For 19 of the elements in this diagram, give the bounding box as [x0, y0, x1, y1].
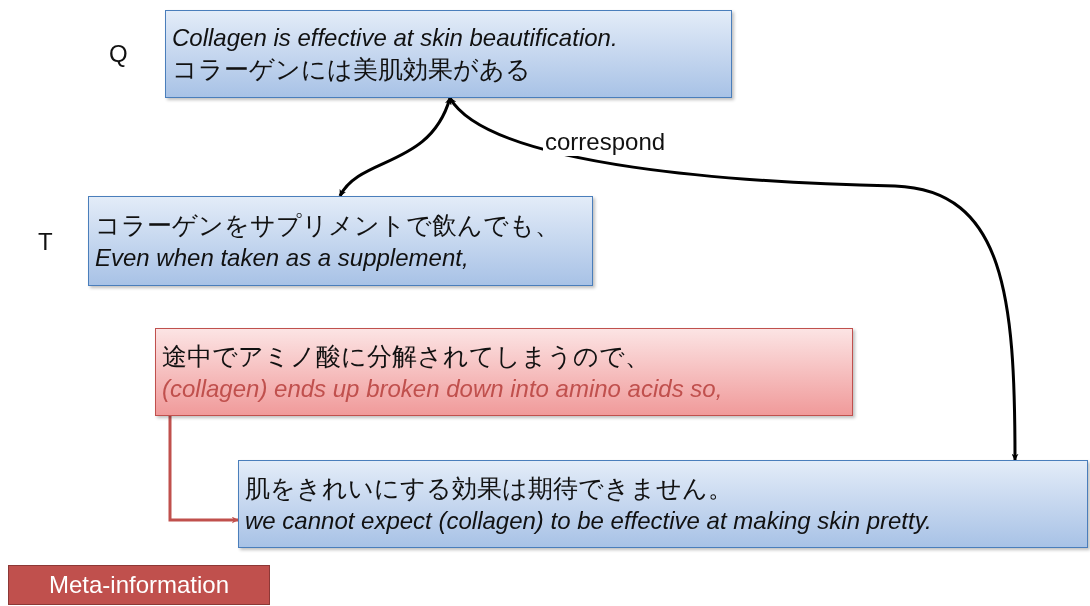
row-label: Q [109, 40, 128, 68]
sentence-text: コラーゲンをサプリメントで飲んでも、 [95, 210, 561, 242]
sentence-text: Meta-information [48, 570, 230, 601]
text-box [238, 460, 1088, 548]
text-box [165, 10, 732, 98]
text-box [88, 196, 593, 286]
text-box [155, 328, 853, 416]
sentence-text: 途中でアミノ酸に分解されてしまうので、 [162, 341, 651, 373]
arrow [168, 416, 239, 524]
sentence-text: コラーゲンには美肌効果がある [172, 54, 532, 86]
tag-box [8, 565, 270, 605]
arrow [448, 97, 1019, 461]
sentence-text: 肌をきれいにする効果は期待できません。 [245, 473, 734, 505]
arrow [338, 97, 452, 197]
row-label: T [38, 228, 53, 256]
translation-text: Even when taken as a supplement, [95, 242, 470, 273]
translation-text: Collagen is effective at skin beautification. [172, 23, 619, 54]
translation-text: we cannot expect (collagen) to be effective at making skin pretty. [245, 505, 933, 536]
translation-text: (collagen) ends up broken down into amino acids so, [162, 373, 724, 404]
